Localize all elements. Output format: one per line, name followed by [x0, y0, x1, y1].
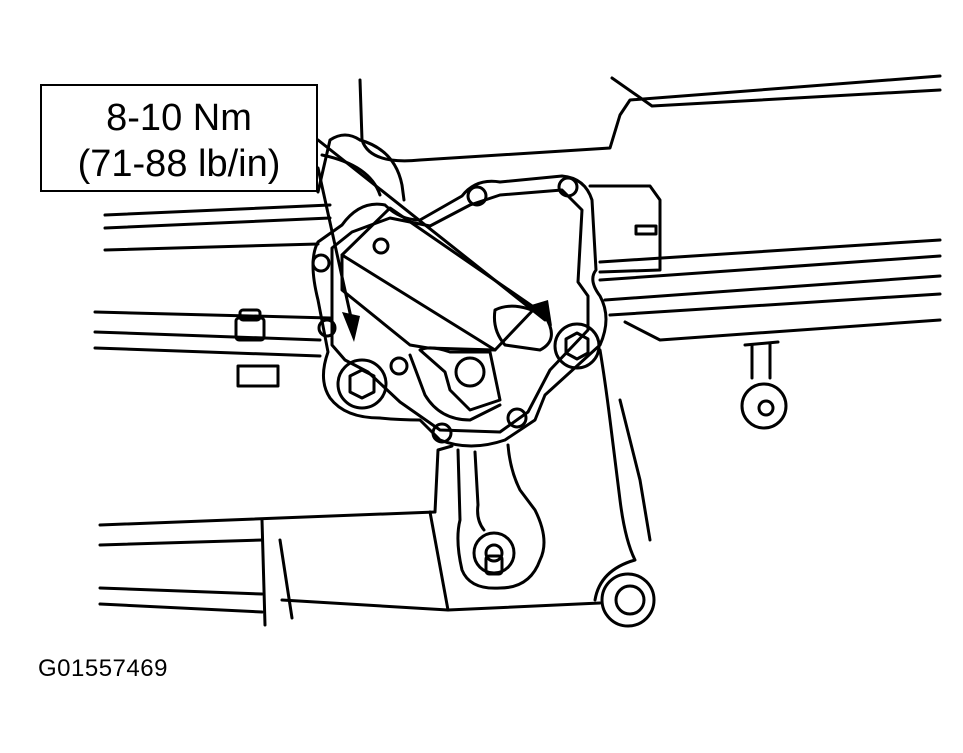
left-bolt-hex: [348, 368, 376, 400]
right-pin-hole: [757, 399, 775, 417]
rail-top-2: [103, 216, 332, 230]
rail-bolt-cap: [238, 308, 262, 322]
rail-right-2: [598, 254, 942, 282]
switch-body: [340, 206, 537, 352]
right-pin-cap: [743, 340, 780, 347]
rail-clip: [236, 364, 280, 388]
lower-case-left-4: [98, 586, 264, 596]
arrowhead-right: [528, 300, 552, 326]
rail-top-3: [103, 242, 320, 252]
rail-right-4: [608, 292, 942, 317]
rail-right-3: [603, 274, 942, 302]
lower-case-left: [98, 444, 454, 527]
lever-arm: [418, 346, 502, 412]
lever-bracket-inner: [473, 450, 486, 532]
rail-right-1: [598, 238, 942, 264]
flange-hole-2: [557, 176, 579, 198]
lower-pivot-outer: [472, 531, 516, 575]
figure-id: G01557469: [38, 655, 168, 682]
rail-right-5: [623, 318, 942, 342]
tube-upper: [358, 138, 406, 202]
lower-case-left-2: [98, 538, 264, 547]
right-bolt-recess: [493, 304, 553, 352]
right-bolt-hex: [564, 331, 590, 361]
tube-lower: [320, 153, 382, 197]
lower-right-boss-inner: [614, 584, 646, 616]
connector-tab: [634, 224, 658, 236]
flange-hole-1: [466, 185, 488, 207]
lever-arm-lower: [408, 353, 502, 422]
mounting-flange: [311, 174, 608, 448]
rail-mid-3: [93, 346, 322, 358]
right-casting: [593, 348, 637, 602]
rail-bolt-head: [234, 316, 266, 342]
flange-hole-7: [506, 407, 528, 429]
connector-block: [588, 184, 662, 274]
torque-nm-label: 8-10 Nm: [106, 97, 252, 139]
right-casting-2: [618, 398, 652, 542]
flange-hole-6: [431, 422, 453, 444]
lower-case-left-6: [278, 538, 294, 620]
arrowhead-left: [342, 312, 360, 342]
lower-case-bottom-2: [428, 510, 450, 612]
flange-hole-4: [317, 318, 337, 338]
lower-case-left-5: [98, 602, 264, 614]
lower-pivot-inner: [484, 543, 504, 563]
upper-housing-left-edge: [316, 133, 362, 194]
lower-right-boss: [600, 572, 656, 628]
upper-housing-step: [610, 76, 942, 108]
lower-case-bottom: [280, 598, 602, 612]
rail-top-1: [103, 203, 332, 217]
lever-bracket-outer: [456, 443, 546, 590]
torque-callout-box: 8-10 Nm (71-88 lb/in): [40, 84, 318, 192]
rail-mid-2: [93, 330, 322, 342]
left-bolt-boss: [336, 358, 388, 410]
upper-housing-outline: [358, 74, 942, 163]
flange-hole-5: [389, 356, 409, 376]
lower-case-left-3: [260, 518, 267, 627]
switch-mount-hole: [372, 237, 390, 255]
lower-pivot-pin: [484, 554, 504, 576]
shaft-center: [454, 356, 486, 388]
rail-mid-1: [93, 310, 332, 320]
right-pin-boss: [740, 382, 788, 430]
torque-lbin-label: (71-88 lb/in): [77, 143, 281, 185]
leader-left: [316, 166, 354, 324]
right-bolt-boss: [553, 322, 601, 370]
leader-right: [316, 138, 547, 322]
flange-hole-3: [311, 253, 331, 273]
